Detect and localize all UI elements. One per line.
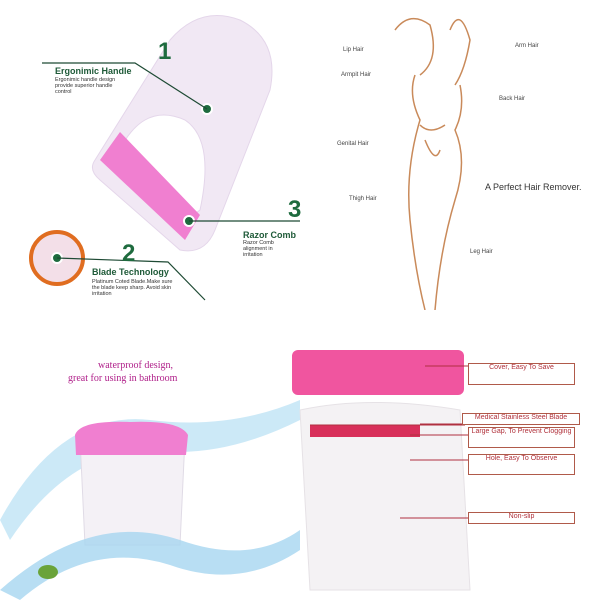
water-splash-razor — [0, 400, 300, 600]
label-armpit-hair: Armpit Hair — [341, 72, 372, 78]
label-genital-hair: Genital Hair — [337, 141, 369, 147]
feature-desc-2: Platinum Coted Blade.Make sure the blade… — [92, 279, 173, 297]
tagline: A Perfect Hair Remover. — [485, 182, 582, 192]
waterproof-line-1: waterproof design, — [98, 360, 173, 371]
label-blade: Medical Stainless Steel Blade — [462, 413, 580, 425]
razor-illustration — [29, 15, 300, 301]
label-hole: Hole, Easy To Observe — [468, 454, 575, 475]
razor-parts-illustration — [292, 350, 471, 591]
feature-number-1: 1 — [158, 38, 172, 65]
label-nonslip: Non-slip — [468, 512, 575, 524]
feature-desc-1: Ergonimic handle design provide superior… — [55, 77, 116, 95]
feature-title-1: Ergonimic Handle — [55, 66, 132, 76]
feature-title-2: Blade Technology — [92, 267, 169, 277]
label-back-hair: Back Hair — [499, 96, 526, 102]
feature-desc-3: Razor Comb alignment in irritation — [243, 240, 274, 258]
feature-title-3: Razor Comb — [243, 230, 297, 240]
label-arm-hair: Arm Hair — [515, 43, 539, 49]
waterproof-line-2: great for using in bathroom — [68, 373, 178, 384]
body-silhouette — [394, 17, 471, 310]
label-leg-hair: Leg Hair — [470, 249, 493, 255]
label-lip-hair: Lip Hair — [343, 47, 364, 53]
feature-number-3: 3 — [288, 196, 302, 223]
feature-number-2: 2 — [122, 240, 136, 267]
label-cover: Cover, Easy To Save — [468, 363, 575, 385]
label-thigh-hair: Thigh Hair — [349, 196, 377, 202]
label-gap: Large Gap, To Prevent Clogging — [468, 427, 575, 448]
